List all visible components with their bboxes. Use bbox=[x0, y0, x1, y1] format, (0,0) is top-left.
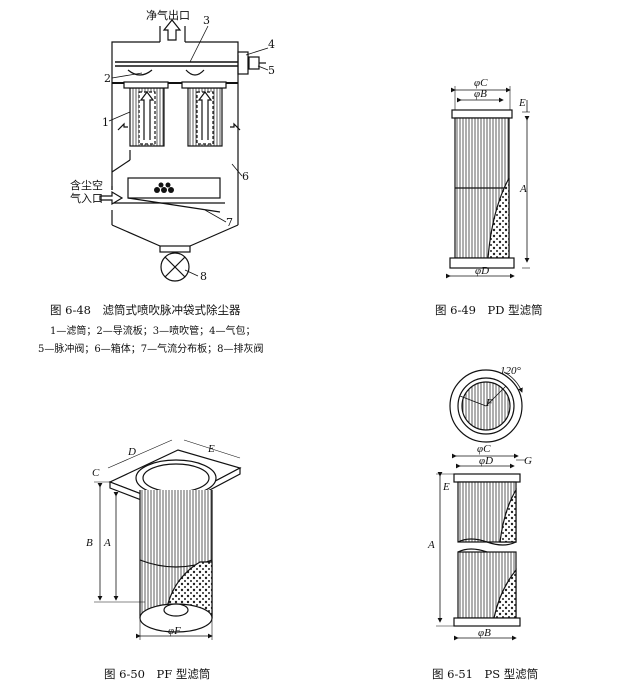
fig48-outlet-label: 净气出口 bbox=[146, 8, 190, 22]
fig51-dim-g: G bbox=[524, 455, 532, 467]
fig48-callout-7: 7 bbox=[226, 216, 233, 229]
fig48-dust-particles bbox=[154, 182, 174, 193]
fig50-dim-e: E bbox=[207, 443, 215, 455]
fig48-callout-1: 1 bbox=[102, 116, 109, 129]
fig49-pd-cartridge bbox=[446, 86, 530, 279]
fig51-caption: 图 6-51 PS 型滤筒 bbox=[432, 667, 539, 681]
fig48-inlet-label-1: 含尘空 bbox=[70, 178, 103, 192]
fig50-dim-b: B bbox=[86, 537, 93, 549]
fig50-dim-d: D bbox=[127, 446, 136, 458]
fig48-callout-8: 8 bbox=[200, 270, 207, 283]
fig51-dim-e: E bbox=[442, 481, 450, 493]
fig49-dim-b: φB bbox=[474, 88, 487, 100]
fig51-dim-d: φD bbox=[479, 455, 493, 467]
fig48-callout-3: 3 bbox=[203, 14, 210, 27]
fig50-dim-a: A bbox=[103, 537, 111, 549]
fig51-dim-f: F bbox=[485, 397, 493, 409]
fig51-dim-a: A bbox=[427, 539, 435, 551]
fig49-dim-a: A bbox=[519, 183, 527, 195]
fig48-callout-5: 5 bbox=[268, 64, 275, 77]
fig48-callout-2: 2 bbox=[104, 72, 111, 85]
fig48-callout-6: 6 bbox=[242, 170, 249, 183]
fig49-dim-e: E bbox=[518, 97, 526, 109]
fig48-legend-line-1: 1—滤筒；2—导流板；3—喷吹管；4—气包； bbox=[50, 326, 256, 337]
fig49-caption: 图 6-49 PD 型滤筒 bbox=[435, 303, 543, 317]
fig48-inlet-label-2: 气入口 bbox=[70, 191, 103, 205]
fig51-dim-c: φC bbox=[477, 443, 491, 455]
fig48-callout-4: 4 bbox=[268, 38, 275, 51]
fig51-dim-b: φB bbox=[478, 627, 491, 639]
fig48-collector bbox=[99, 19, 269, 282]
fig50-dim-c: C bbox=[92, 467, 100, 479]
fig49-dim-d: φD bbox=[475, 265, 489, 277]
fig48-caption: 图 6-48 滤筒式喷吹脉冲袋式除尘器 bbox=[50, 303, 241, 317]
fig48-legend-line-2: 5—脉冲阀；6—箱体；7—气流分布板；8—排灰阀 bbox=[38, 344, 264, 355]
fig50-caption: 图 6-50 PF 型滤筒 bbox=[104, 667, 211, 681]
fig50-pf-cartridge bbox=[94, 439, 242, 640]
fig51-ps-cartridge bbox=[436, 369, 526, 641]
fig51-angle: 120° bbox=[500, 365, 522, 377]
fig50-dim-f: φF bbox=[168, 625, 181, 637]
fig49-dim-c: φC bbox=[474, 77, 488, 89]
